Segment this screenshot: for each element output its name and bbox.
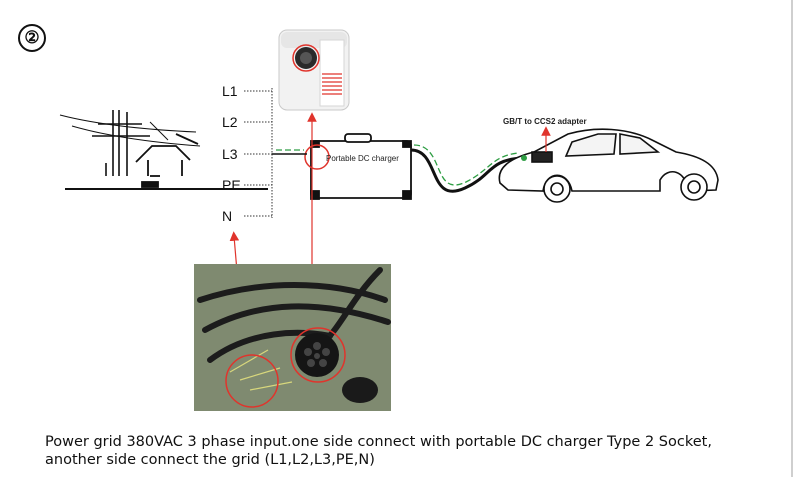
caption-line-2: another side connect the grid (L1,L2,L3,… xyxy=(45,452,375,468)
page-edge-divider xyxy=(791,0,793,477)
phase-label-n: N xyxy=(222,208,233,224)
output-cable xyxy=(410,148,523,193)
phase-label-pe: PE xyxy=(222,177,241,193)
caption: Power grid 380VAC 3 phase input.one side… xyxy=(45,433,765,469)
car-icon xyxy=(498,128,719,203)
cable-photo xyxy=(194,264,391,411)
adapter-label: GB/T to CCS2 adapter xyxy=(503,117,587,126)
charger-label: Portable DC charger xyxy=(326,154,399,163)
phase-label-l3: L3 xyxy=(222,146,238,162)
power-pole-icon xyxy=(59,110,201,176)
socket-highlight-top xyxy=(292,44,320,72)
phase-label-l1: L1 xyxy=(222,83,238,99)
wires-highlight-photo xyxy=(225,354,279,408)
socket-highlight-charger xyxy=(304,144,330,170)
portable-dc-charger xyxy=(310,133,412,200)
phase-leaders xyxy=(244,88,273,218)
caption-line-1: Power grid 380VAC 3 phase input.one side… xyxy=(45,434,712,450)
phase-label-l2: L2 xyxy=(222,114,238,130)
socket-highlight-photo xyxy=(290,327,346,383)
step-badge: ② xyxy=(18,24,46,52)
house-icon xyxy=(135,133,199,188)
charger-unit-photo xyxy=(278,29,350,111)
